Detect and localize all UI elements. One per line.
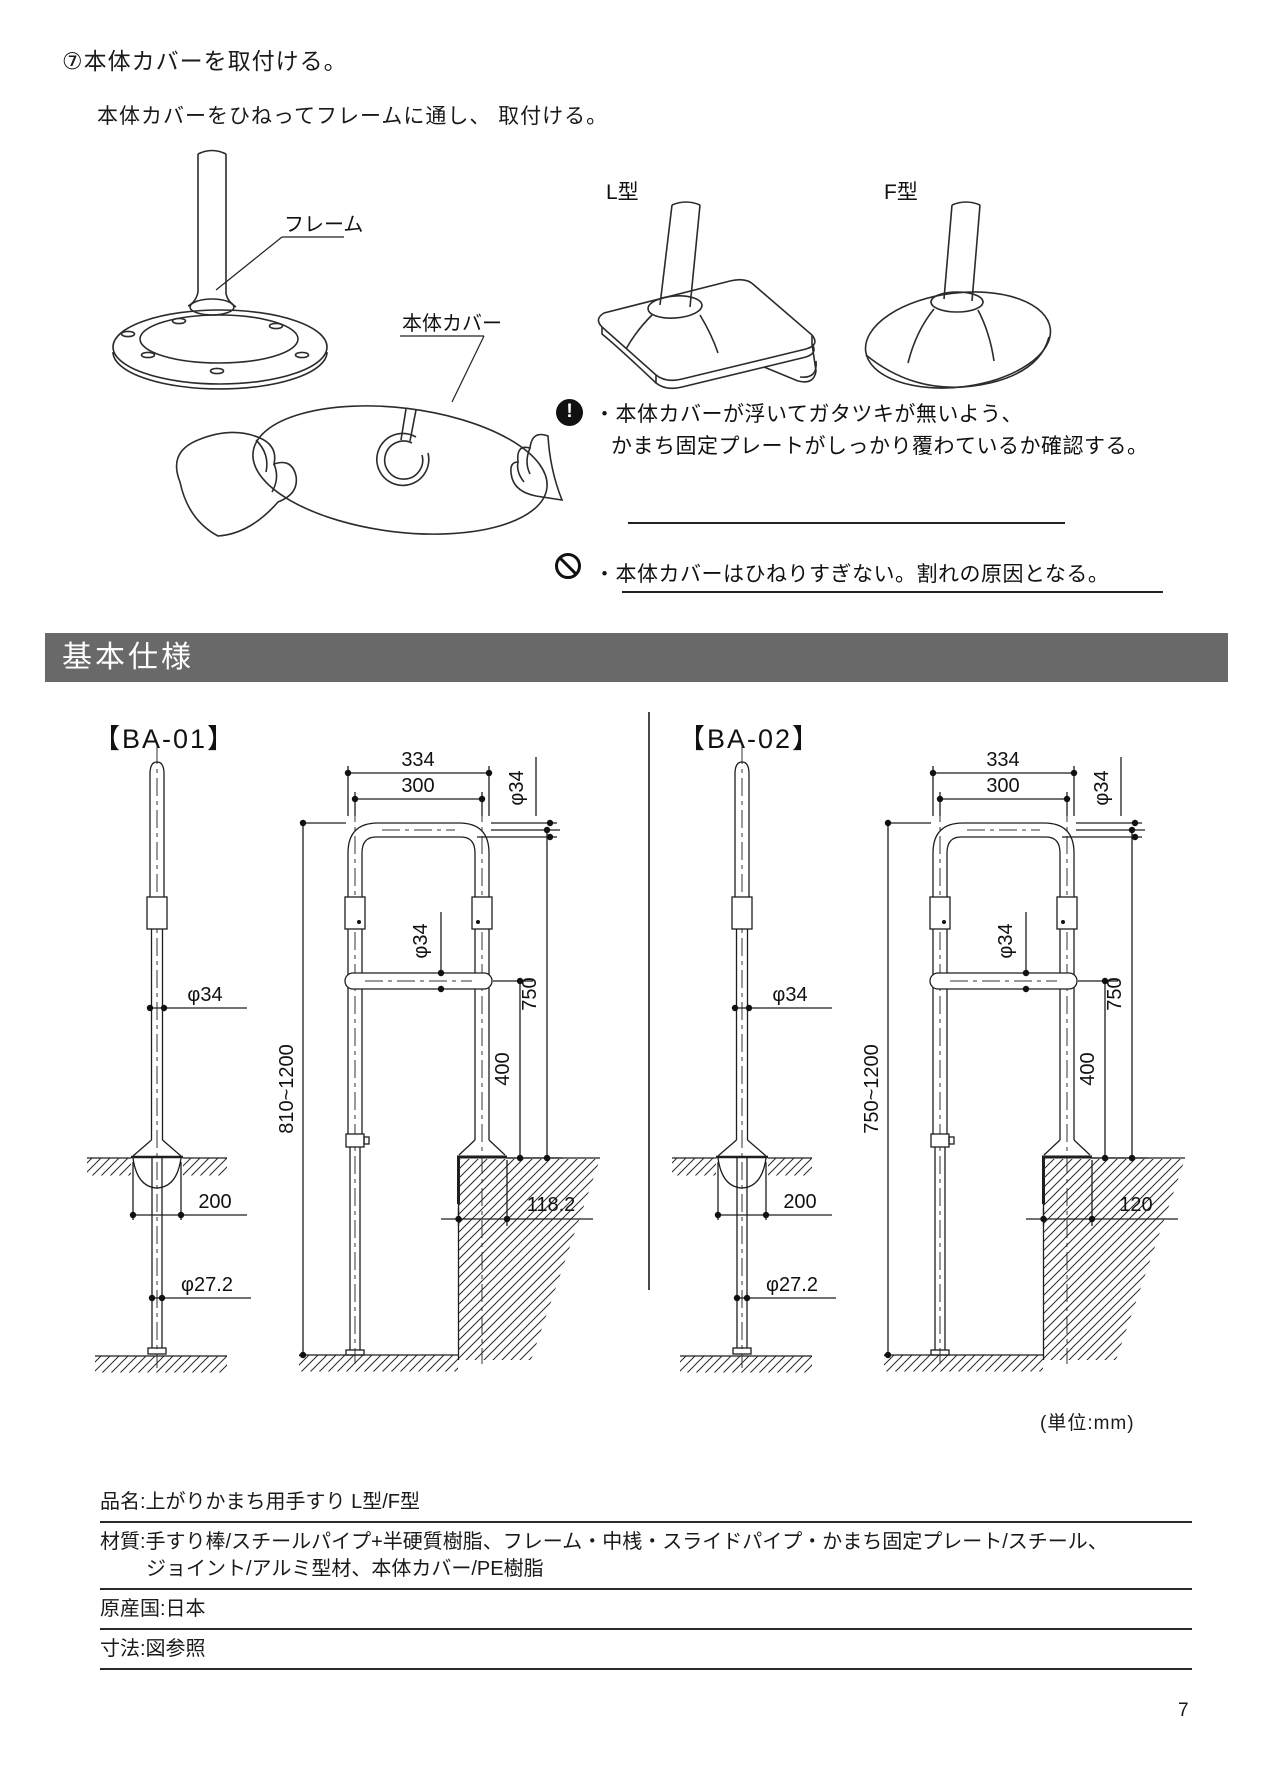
- prohibition-line1: ・本体カバーはひねりすぎない。割れの原因となる。: [594, 563, 1110, 586]
- spec-size-text: 寸法:図参照: [100, 1638, 206, 1660]
- ba02-cross-dia: φ34: [995, 923, 1017, 958]
- l-type-drawing: [597, 201, 817, 390]
- step-description: 本体カバーをひねってフレームに通し、 取付ける。: [97, 105, 609, 128]
- ba02-bottom-dia: φ27.2: [766, 1274, 818, 1296]
- spec-material-line1: 材質:手すり棒/スチールパイプ+半硬質樹脂、フレーム・中桟・スライドパイプ・かま…: [100, 1531, 1108, 1553]
- ba01-title: 【BA-01】: [93, 724, 236, 754]
- l-type-label: L型: [606, 181, 639, 204]
- prohibition-underline: [622, 591, 1163, 593]
- leader-lines: [215, 236, 485, 403]
- spec-name-text: 品名:上がりかまち用手すり L型/F型: [100, 1491, 421, 1513]
- ba02-inner-width: 300: [986, 775, 1019, 797]
- caution-underline: [628, 522, 1065, 524]
- ba01-base-width: 200: [198, 1191, 231, 1213]
- cover-label: 本体カバー: [402, 312, 502, 335]
- ba01-bottom-dia: φ27.2: [181, 1274, 233, 1296]
- type-illustrations: L型 F型: [597, 181, 1052, 390]
- page-number: 7: [1178, 1700, 1189, 1721]
- ba01-height-range: 810~1200: [276, 1044, 298, 1134]
- ba01-side-view: [87, 746, 251, 1373]
- ba01-front-view: [299, 757, 600, 1372]
- ba02-outer-width: 334: [986, 749, 1019, 771]
- step-heading: ⑦本体カバーを取付ける。: [62, 48, 348, 74]
- ba02-height-range: 750~1200: [861, 1044, 883, 1134]
- ba01-outer-width: 334: [401, 749, 434, 771]
- ba02-side-view: [672, 746, 836, 1373]
- ba02-title: 【BA-02】: [678, 724, 821, 754]
- prohibition-icon: [555, 553, 581, 579]
- f-type-drawing: [864, 201, 1052, 389]
- ba02-rail-dia: φ34: [1091, 770, 1113, 805]
- ba01-rail-height: 750: [519, 977, 541, 1010]
- f-type-label: F型: [884, 181, 918, 204]
- spec-row-name: 品名:上がりかまち用手すり L型/F型: [100, 1483, 1192, 1523]
- spec-row-origin: 原産国:日本: [100, 1590, 1192, 1630]
- unit-note: (単位:mm): [1040, 1413, 1135, 1434]
- frame-label: フレーム: [284, 214, 363, 236]
- exclamation-icon: !: [556, 399, 583, 426]
- ba01-cross-height: 400: [492, 1052, 514, 1085]
- spec-row-material: 材質:手すり棒/スチールパイプ+半硬質樹脂、フレーム・中桟・スライドパイプ・かま…: [100, 1523, 1192, 1590]
- ba02-base-width: 200: [783, 1191, 816, 1213]
- caution-line2: かまち固定プレートがしっかり覆わているか確認する。: [611, 435, 1149, 458]
- ba02-drawing: 【BA-02】: [672, 724, 1185, 1373]
- ba01-cross-dia: φ34: [410, 923, 432, 958]
- ba01-plate-depth: 118.2: [527, 1194, 576, 1216]
- spec-origin-text: 原産国:日本: [100, 1598, 206, 1620]
- cover-hands-drawing: [175, 405, 564, 537]
- section-header: 基本仕様: [45, 633, 1228, 682]
- section-title: 基本仕様: [62, 641, 194, 674]
- frame-cover-illustration: フレーム 本体カバー: [112, 149, 564, 537]
- ba02-plate-depth: 120: [1119, 1194, 1152, 1216]
- ba01-drawing: 【BA-01】: [87, 724, 600, 1373]
- column-divider: [648, 712, 650, 1290]
- spec-row-size: 寸法:図参照: [100, 1630, 1192, 1670]
- spec-table: 品名:上がりかまち用手すり L型/F型 材質:手すり棒/スチールパイプ+半硬質樹…: [100, 1483, 1192, 1670]
- ba02-rail-height: 750: [1104, 977, 1126, 1010]
- caution-line1: ・本体カバーが浮いてガタツキが無いよう、: [594, 403, 1023, 426]
- ba02-pole-dia: φ34: [772, 984, 807, 1006]
- frame-pole-drawing: [112, 149, 328, 390]
- ba01-inner-width: 300: [401, 775, 434, 797]
- spec-material-line2: ジョイント/アルミ型材、本体カバー/PE樹脂: [146, 1558, 544, 1580]
- ba01-pole-dia: φ34: [187, 984, 222, 1006]
- ba02-front-view: [884, 757, 1185, 1372]
- ba01-rail-dia: φ34: [506, 770, 528, 805]
- ba02-cross-height: 400: [1077, 1052, 1099, 1085]
